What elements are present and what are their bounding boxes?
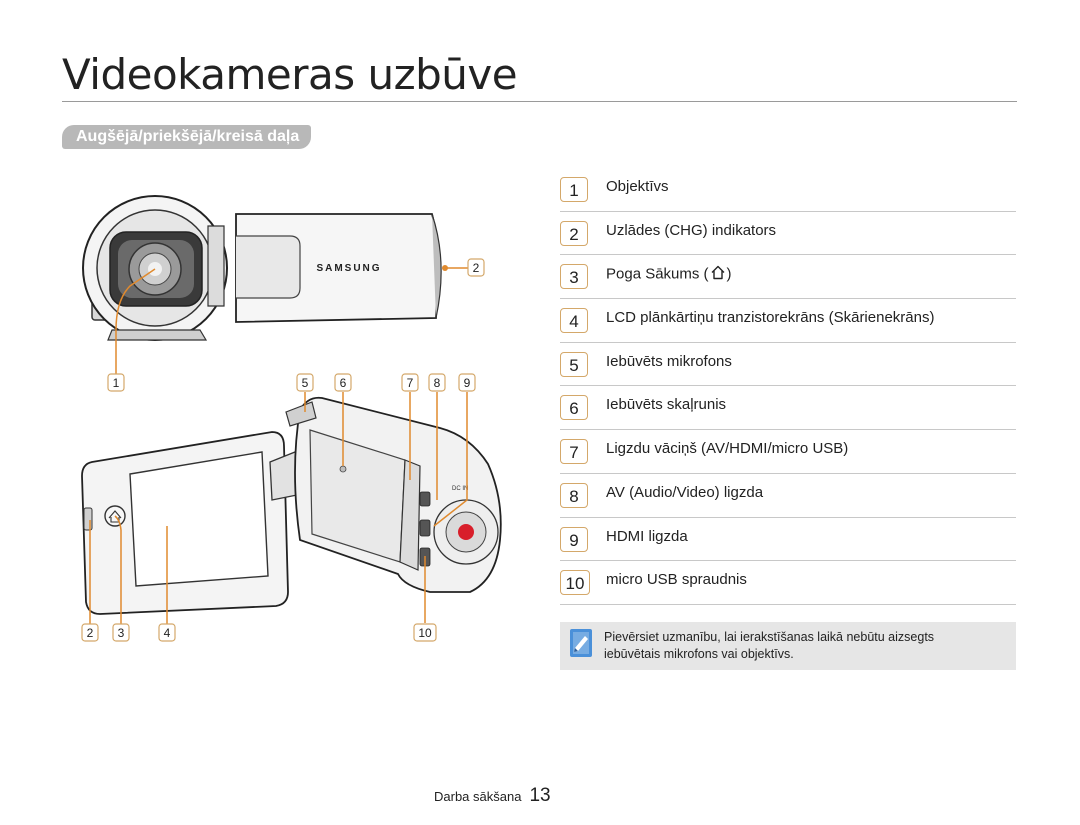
callout-6: 6 xyxy=(334,373,352,392)
svg-text:10: 10 xyxy=(418,626,432,640)
list-item: 5 Iebūvēts mikrofons xyxy=(560,343,1016,387)
part-label: LCD plānkārtiņu tranzistorekrāns (Skārie… xyxy=(606,309,935,327)
list-item: 7 Ligzdu vāciņš (AV/HDMI/micro USB) xyxy=(560,430,1016,474)
svg-text:8: 8 xyxy=(434,376,441,390)
callout-2-open: 2 xyxy=(81,623,99,642)
part-label-text: Poga Sākums ( xyxy=(606,265,709,283)
page-title: Videokameras uzbūve xyxy=(62,50,518,99)
part-label: HDMI ligzda xyxy=(606,527,688,545)
part-number: 6 xyxy=(560,395,588,421)
svg-text:5: 5 xyxy=(302,376,309,390)
part-label: Iebūvēts mikrofons xyxy=(606,352,732,370)
list-item: 1 Objektīvs xyxy=(560,168,1016,212)
part-number: 5 xyxy=(560,351,588,377)
part-number: 10 xyxy=(560,570,590,596)
part-number: 4 xyxy=(560,308,588,334)
callout-1: 1 xyxy=(107,373,125,392)
part-label: Objektīvs xyxy=(606,178,669,195)
svg-text:2: 2 xyxy=(87,626,94,640)
part-label: AV (Audio/Video) ligzda xyxy=(606,483,764,501)
callout-9: 9 xyxy=(458,373,476,392)
part-number: 3 xyxy=(560,264,588,290)
svg-text:3: 3 xyxy=(118,626,125,640)
callout-7: 7 xyxy=(401,373,419,392)
part-label: Iebūvēts skaļrunis xyxy=(606,396,727,414)
part-number: 7 xyxy=(560,439,588,465)
callout-4: 4 xyxy=(158,623,176,642)
list-item: 10 micro USB spraudnis xyxy=(560,561,1016,605)
camcorder-front-view: SAMSUNG xyxy=(82,195,448,341)
note-box: Pievērsiet uzmanību, lai ierakstīšanas l… xyxy=(560,622,1016,670)
part-label: micro USB spraudnis xyxy=(606,571,747,589)
callout-8: 8 xyxy=(428,373,446,392)
svg-text:1: 1 xyxy=(113,376,120,390)
part-number: 9 xyxy=(560,526,588,552)
part-label: Uzlādes (CHG) indikators xyxy=(606,221,777,239)
note-pencil-icon xyxy=(569,628,593,658)
list-item: 9 HDMI ligzda xyxy=(560,518,1016,562)
svg-text:7: 7 xyxy=(407,376,414,390)
page-number: 13 xyxy=(529,785,551,806)
parts-list: 1 Objektīvs 2 Uzlādes (CHG) indikators 3… xyxy=(560,168,1016,605)
list-item: 3 Poga Sākums () xyxy=(560,255,1016,300)
svg-text:4: 4 xyxy=(164,626,171,640)
list-item: 2 Uzlādes (CHG) indikators xyxy=(560,212,1016,256)
part-number: 1 xyxy=(560,177,588,202)
title-divider xyxy=(62,101,1017,102)
callout-3: 3 xyxy=(112,623,130,642)
callout-2-front: 2 xyxy=(467,258,485,277)
footer-section-label: Darba sākšana xyxy=(434,789,522,804)
part-label-home: Poga Sākums () xyxy=(606,265,732,284)
note-line-1: Pievērsiet uzmanību, lai ierakstīšanas l… xyxy=(604,630,935,644)
svg-text:6: 6 xyxy=(340,376,347,390)
brand-logo: SAMSUNG xyxy=(316,263,381,274)
home-icon xyxy=(710,265,726,284)
section-heading: Augšējā/priekšējā/kreisā daļa xyxy=(62,125,312,149)
note-line-2: iebūvētais mikrofons vai objektīvs. xyxy=(604,647,794,661)
list-item: 8 AV (Audio/Video) ligzda xyxy=(560,474,1016,518)
page-footer: Darba sākšana 13 xyxy=(434,785,551,807)
record-button xyxy=(458,524,474,540)
dc-in-label: DC IN xyxy=(452,486,468,492)
callout-lines xyxy=(89,267,468,624)
part-number: 2 xyxy=(560,220,588,246)
list-item: 6 Iebūvēts skaļrunis xyxy=(560,386,1016,431)
callout-10: 10 xyxy=(413,623,437,642)
note-text: Pievērsiet uzmanību, lai ierakstīšanas l… xyxy=(604,629,1004,663)
camcorder-open-view: DC IN xyxy=(81,396,502,615)
part-label: Ligzdu vāciņš (AV/HDMI/micro USB) xyxy=(606,440,849,458)
callout-5: 5 xyxy=(296,373,314,392)
svg-text:2: 2 xyxy=(473,261,480,275)
part-label-close: ) xyxy=(726,265,732,283)
list-item: 4 LCD plānkārtiņu tranzistorekrāns (Skār… xyxy=(560,299,1016,343)
camcorder-illustration: SAMSUNG DC IN xyxy=(81,195,502,642)
part-number: 8 xyxy=(560,482,588,508)
svg-text:9: 9 xyxy=(464,376,471,390)
